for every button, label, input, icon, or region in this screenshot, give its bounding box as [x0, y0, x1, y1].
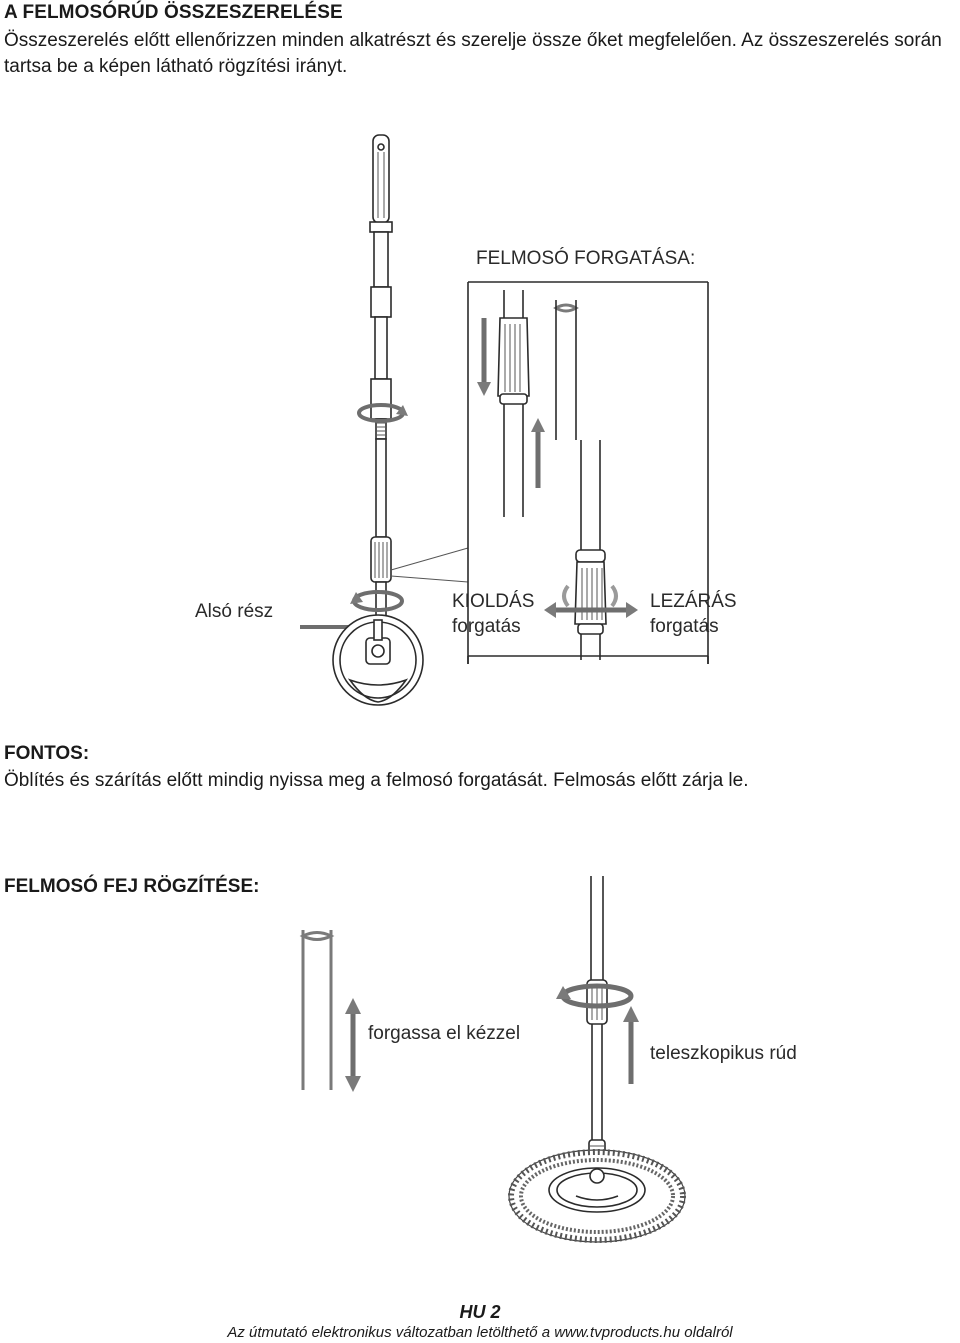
- telescopic-up-arrow: [623, 1006, 639, 1084]
- telescopic-pole-drawing: [586, 876, 608, 1173]
- lock-label: LEZÁRÁS forgatás: [650, 589, 737, 639]
- assembly-intro-text: Összeszerelés előtt ellenőrizzen minden …: [4, 30, 942, 77]
- lock-label-line2: forgatás: [650, 616, 719, 637]
- section-title-head-attach: FELMOSÓ FEJ RÖGZÍTÉSE:: [4, 876, 260, 897]
- microfiber-mop-head-drawing: [508, 1149, 686, 1243]
- telescopic-pole-label: teleszkopikus rúd: [650, 1043, 797, 1064]
- important-text: Öblítés és szárítás előtt mindig nyissa …: [4, 770, 749, 791]
- mop-pole-drawing: [369, 134, 393, 623]
- unlock-label-line1: KIOLDÁS: [452, 591, 535, 612]
- page-number: HU 2: [459, 1302, 501, 1322]
- turn-by-hand-label: forgassa el kézzel: [368, 1023, 521, 1044]
- unlock-detail-drawing: [477, 290, 579, 517]
- spring-double-arrow: [345, 998, 361, 1092]
- unlock-label-line2: forgatás: [452, 616, 521, 637]
- lock-label-line1: LEZÁRÁS: [650, 591, 737, 612]
- mop-head-drawing: [300, 614, 424, 706]
- telescopic-rotation-arrow: [556, 983, 634, 1009]
- lower-part-label: Alsó rész: [195, 601, 274, 622]
- spring-drawing: [299, 930, 335, 1090]
- unlock-label: KIOLDÁS forgatás: [452, 589, 534, 639]
- lock-detail-drawing: [544, 440, 638, 660]
- pole-rotation-arrow-upper: [357, 403, 408, 423]
- footer-note: Az útmutató elektronikus változatban let…: [227, 1324, 733, 1341]
- important-title: FONTOS:: [4, 743, 90, 764]
- rotation-detail-frame: [467, 281, 709, 664]
- section-title-assembly: A FELMOSÓRÚD ÖSSZESZERELÉSE: [4, 2, 343, 23]
- pole-rotation-arrow-lower: [350, 590, 404, 612]
- rotation-title: FELMOSÓ FORGATÁSA:: [476, 248, 696, 269]
